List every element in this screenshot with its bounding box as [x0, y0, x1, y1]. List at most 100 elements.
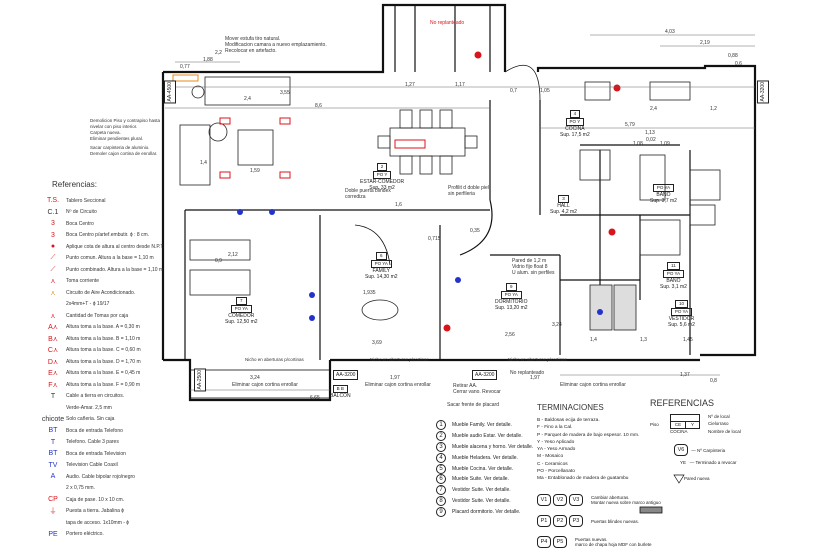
dimension-label: 8,6 — [315, 103, 322, 109]
mueble-item: 9 Placard dormitorio. Ver detalle. — [436, 506, 533, 517]
abertura-label: Cambiar aberturas. — [591, 495, 630, 501]
legend-symbol-icon: ⟋ — [50, 265, 56, 273]
legend-symbol-icon: E⋏ — [48, 370, 58, 378]
dimension-label: 2,4 — [650, 106, 657, 112]
legend-item: ⟋ Punto combinado. Altura a la base = 1,1… — [40, 264, 185, 276]
legend-title: Referencias: — [52, 180, 97, 189]
aa-tag: AA-3200 — [333, 370, 359, 380]
dimension-label: 2,56 — [505, 332, 515, 338]
referencias-title: REFERENCIAS — [650, 398, 715, 408]
legend-symbol-icon: BT — [48, 427, 58, 435]
note-no-replanteado-2: No replanteado — [510, 370, 545, 376]
legend-symbol-icon: A⋏ — [48, 324, 58, 332]
dimension-label: 1,37 — [680, 372, 690, 378]
mueble-label: Mueble Family. Ver detalle. — [452, 422, 512, 429]
pared-nueva-label: Pared nueva — [684, 476, 710, 481]
note-eliminar-cajon-3: Eliminar cajon cortina enrollar — [560, 382, 626, 388]
legend-symbol-icon: ⋏ — [50, 312, 56, 320]
legend-item: 2x4mm+T - ϕ 19/17 — [40, 299, 185, 311]
terminacion-item: PO - Porcellanato — [537, 469, 575, 475]
abertura-label: Montar nueva sobre marco antiguo — [591, 500, 661, 506]
furniture — [179, 76, 721, 331]
abertura-tag: V3 — [569, 494, 583, 507]
legend-symbol-icon: A — [50, 473, 56, 481]
legend-symbol-icon: 3 — [51, 220, 55, 228]
legend-item: B⋏Altura toma a la base. B = 1,10 m — [40, 333, 185, 345]
legend-label: Altura toma a la base. C = 0,60 m — [66, 347, 141, 354]
dimension-label: 1,88 — [203, 57, 213, 63]
note-nicho-3: Nicho en aberturas p/cortinas — [508, 357, 567, 362]
interior-walls — [184, 5, 691, 399]
dimension-label: 1,935 — [363, 290, 376, 296]
legend-label: Television Cable Coaxil — [66, 462, 118, 469]
aa-tag: AA-4500 — [164, 80, 176, 104]
mueble-number-icon: 9 — [436, 506, 446, 517]
note-nicho-2: Nicho en aberturas p/cortinas — [370, 357, 429, 362]
dimension-label: 3,69 — [372, 340, 382, 346]
legend-label: Verde-Amar. 2,5 mm — [66, 404, 112, 411]
legend-label: Punto combinado. Altura a la base = 1,10… — [66, 266, 164, 273]
dimension-label: 0,8 — [710, 378, 717, 384]
mueble-label: Mueble audio Estar. Ver detalle. — [452, 433, 523, 440]
aa-tag: AA-3200 — [472, 370, 498, 380]
legend-item: E⋏ Altura toma a la base. E = 0,45 m — [40, 368, 185, 380]
dimension-label: 0,02 — [646, 137, 656, 143]
legend-label: Telefono. Cable 3 pares — [66, 439, 119, 446]
mueble-label: Placard dormitorio. Ver detalle. — [452, 508, 521, 515]
carpinteria-tag: V6 — [674, 444, 688, 456]
mueble-number-icon: 8 — [436, 495, 446, 506]
legend-symbol-icon: C⋏ — [47, 347, 59, 355]
legend-item: tapa de acceso. 1x10mm - ϕ — [40, 517, 185, 529]
dimension-label: 0,88 — [728, 53, 738, 59]
dimension-label: 1,27 — [405, 82, 415, 88]
terminacion-item: F - Fino a la Cal. — [537, 425, 573, 431]
terminaciones-title: TERMINACIONES — [537, 403, 604, 412]
legend-symbol-icon: ⟋ — [50, 254, 56, 262]
dimension-label: 1,08 — [633, 141, 643, 147]
mueble-number-icon: 4 — [436, 452, 446, 463]
pared-nueva-swatch — [639, 506, 663, 514]
dimension-lines — [165, 34, 755, 391]
electrical-marks — [172, 51, 621, 332]
legend-label: Altura toma a la base. F = 0,90 m — [66, 381, 141, 388]
terminaciones: TERMINACIONES B - Baldosas ecija de terr… — [537, 403, 661, 553]
dimension-label: 2,12 — [228, 252, 238, 258]
legend-label: Altura toma a la base. E = 0,45 m — [66, 370, 141, 377]
dimension-label: 1,05 — [540, 88, 550, 94]
dimension-label: 0,7 — [510, 88, 517, 94]
dimension-label: 2,2 — [215, 50, 222, 56]
legend-label: Circuito de Aire Acondicionado. — [66, 289, 136, 296]
legend-label: Cantidad de Tomas por caja — [66, 312, 129, 319]
dimension-label: 1,59 — [250, 168, 260, 174]
legend-item: A⋏Altura toma a la base. A = 0,30 m — [40, 322, 185, 334]
legend-symbol-icon: ⏚ — [49, 508, 57, 516]
legend-item: ⟋Punto comun. Altura a la base = 1,10 m — [40, 253, 185, 265]
note-estufa: Mover estufa tiro natural.Modificacion c… — [225, 36, 327, 54]
legend-item: D⋏Altura toma a la base. D = 1,70 m — [40, 356, 185, 368]
dimension-label: 3,24 — [250, 375, 260, 381]
legend-symbol-icon: ● — [50, 243, 56, 251]
dimension-label: 2,19 — [700, 40, 710, 46]
legend-label: Caja de pase. 10 x 10 cm. — [66, 496, 125, 503]
legend-symbol-icon: C.1 — [47, 208, 59, 216]
legend-label: Boca Centro — [66, 220, 94, 227]
exterior-walls — [161, 3, 757, 402]
legend-item: ⏚Puesta a tierra. Jabalina ϕ — [40, 506, 185, 518]
legend-label: Altura toma a la base. D = 1,70 m — [66, 358, 141, 365]
note-sacar-frente: Sacar frente de placard — [447, 402, 499, 408]
